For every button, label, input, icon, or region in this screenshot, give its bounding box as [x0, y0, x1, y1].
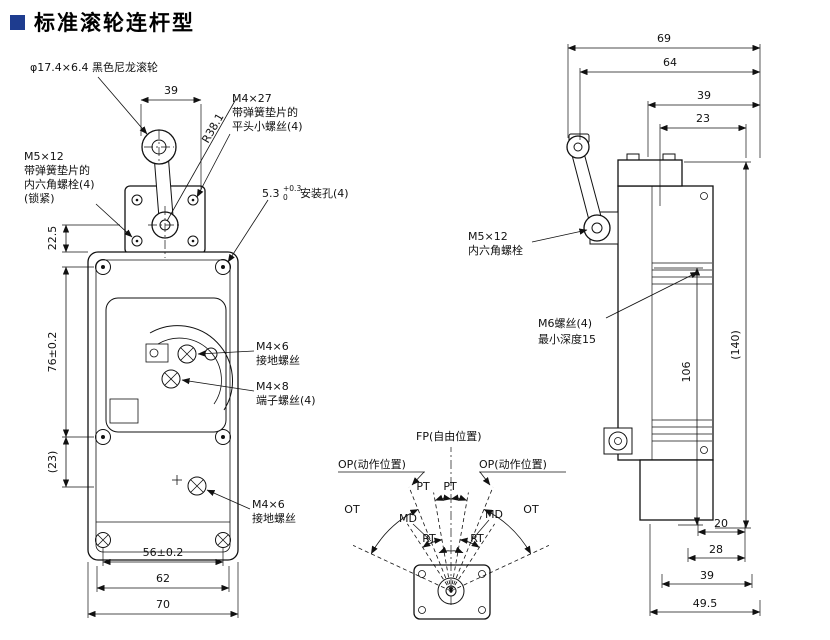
dim-225-label: 22.5: [46, 226, 59, 251]
rt-right-label: RT: [470, 532, 484, 545]
front-dimensions: [62, 76, 269, 618]
front-terminal-panel: [105, 297, 233, 433]
ground-upper-line1: M4×6: [256, 340, 289, 353]
dim-20-label: 20: [714, 517, 728, 530]
side-m6-line2: 最小深度15: [538, 332, 596, 346]
side-dimensions: [531, 44, 761, 616]
angle-diagram: FP(自由位置) OP(动作位置) OP(动作位置) PT PT OT OT M…: [338, 429, 566, 620]
dim-495-label: 49.5: [693, 597, 718, 610]
dim-140-label: (140): [729, 330, 742, 360]
m5x12-label-line4: (锁紧): [24, 191, 55, 205]
fp-label: FP(自由位置): [416, 429, 482, 443]
dim-64-label: 64: [663, 56, 677, 69]
side-roller-lever: [566, 133, 619, 245]
terminal-screw-line2: 端子螺丝(4): [256, 394, 316, 407]
md-right-label: MD: [485, 508, 503, 521]
m5x12-label-line1: M5×12: [24, 150, 64, 163]
hole-tol-lower-label: 0: [283, 193, 288, 202]
hole-dim-label: 5.3: [262, 187, 280, 200]
pt-left-label: PT: [416, 480, 430, 493]
roller-spec-label: φ17.4×6.4 黑色尼龙滚轮: [30, 60, 158, 74]
m4x27-label-line1: M4×27: [232, 92, 272, 105]
dim-23-front-label: (23): [46, 451, 59, 474]
dim-106-label: 106: [680, 362, 693, 383]
dim-23-side-label: 23: [696, 112, 710, 125]
md-left-label: MD: [399, 512, 417, 525]
dim-39-bottom-label: 39: [700, 569, 714, 582]
op-left-label: OP(动作位置): [338, 457, 406, 471]
dim-56-label: 56±0.2: [143, 546, 184, 559]
ground-upper-line2: 接地螺丝: [256, 354, 300, 367]
angle-arcs: [338, 471, 566, 555]
front-view: φ17.4×6.4 黑色尼龙滚轮 39 M4×27 带弹簧垫片的 平头小螺丝(4…: [24, 60, 349, 618]
roller-lever: [141, 129, 182, 258]
angle-base-switch: [413, 564, 491, 620]
terminal-screw-line1: M4×8: [256, 380, 289, 393]
title-bullet-icon: [10, 14, 25, 30]
ot-left-label: OT: [344, 503, 360, 516]
radius-r381-label: R38.1: [199, 111, 226, 145]
side-m6-line1: M6螺丝(4): [538, 317, 592, 330]
m5x12-label-line3: 内六角螺栓(4): [24, 177, 95, 191]
side-m5x12-line1: M5×12: [468, 230, 508, 243]
dim-76-label: 76±0.2: [46, 332, 59, 373]
page-title: 标准滚轮连杆型: [10, 7, 195, 37]
side-view: 69 64 39 23 M5×12 内六角螺栓 M6螺丝(4) 最小深度15 (…: [468, 32, 761, 616]
page-title-label: 标准滚轮连杆型: [34, 11, 195, 35]
rt-left-label: RT: [422, 532, 436, 545]
m4x27-label-line2: 带弹簧垫片的: [232, 105, 298, 119]
op-right-label: OP(动作位置): [479, 457, 547, 471]
m5x12-label-line2: 带弹簧垫片的: [24, 163, 90, 177]
ot-right-label: OT: [523, 503, 539, 516]
dim-39-lever-label: 39: [164, 84, 178, 97]
dim-39-top-label: 39: [697, 89, 711, 102]
pt-right-label: PT: [443, 480, 457, 493]
dim-69-label: 69: [657, 32, 671, 45]
m4x27-label-line3: 平头小螺丝(4): [232, 120, 303, 133]
dim-70-label: 70: [156, 598, 170, 611]
hole-name-label: 安装孔(4): [300, 186, 349, 200]
side-m5x12-line2: 内六角螺栓: [468, 243, 523, 257]
hole-tol-upper-label: +0.3: [283, 184, 301, 193]
front-ground-screw: [172, 475, 207, 496]
ground-lower-line1: M4×6: [252, 498, 285, 511]
ground-lower-line2: 接地螺丝: [252, 512, 296, 525]
radius-line: [166, 98, 237, 222]
dim-62-label: 62: [156, 572, 170, 585]
dim-28-label: 28: [709, 543, 723, 556]
